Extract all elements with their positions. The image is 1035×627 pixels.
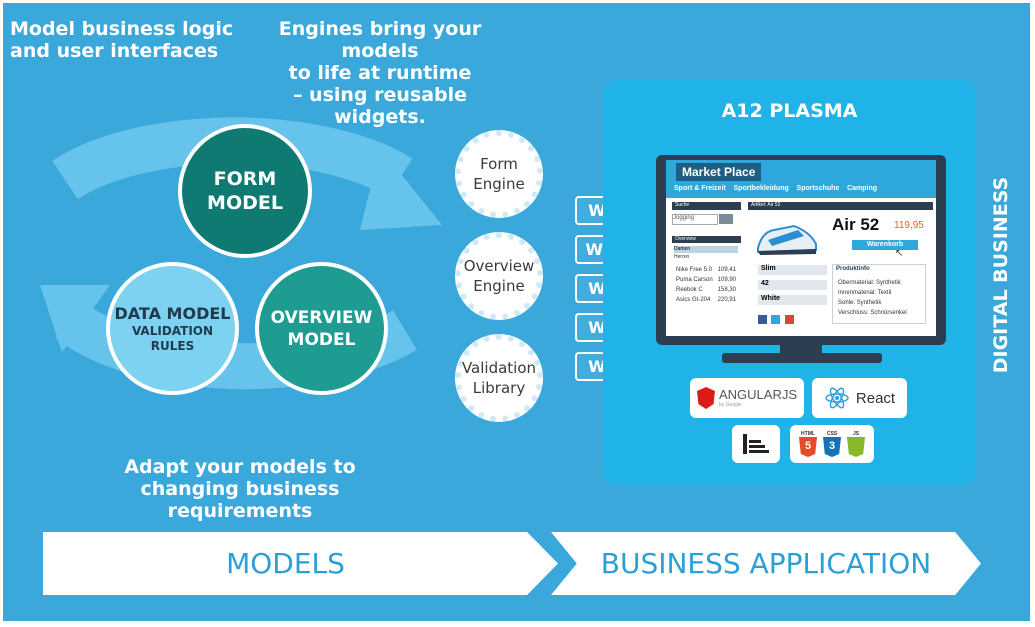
cycle-arrow-bottom-head [40, 285, 110, 352]
screen-info-title: Produktinfo [836, 266, 870, 272]
overview-model-circle: OVERVIEW MODEL [255, 262, 388, 395]
react-logo: React [812, 378, 907, 418]
screen-info-line: Verschluss: Schnürsenkel [838, 310, 907, 316]
screen-overview-item: Damen [674, 246, 738, 253]
google-plus-icon [784, 315, 794, 324]
screen-search-label: Suche [672, 202, 741, 210]
screen-info-line: Obermaterial: Synthetik [838, 280, 901, 286]
screen-price: 119,95 [894, 220, 924, 231]
shoe-icon [757, 224, 817, 255]
screen-select: White [758, 295, 827, 305]
screen-article-label: Artikel: Air 52 [748, 202, 933, 210]
angular-shield-icon [696, 387, 715, 409]
screen-search-input: Jogging [672, 214, 718, 225]
heading-engines: Engines bring your models to life at run… [278, 18, 482, 128]
screen-cart-button: Warenkorb [852, 240, 918, 250]
stack-icon [743, 434, 769, 454]
monitor-screen: Market Place Sport & Freizeit Sportbekle… [666, 160, 936, 336]
models-label: MODELS [226, 547, 345, 580]
screen-select: 42 [758, 280, 827, 290]
heading-adapt: Adapt your models to changing business r… [124, 456, 356, 522]
html-css-js-logo: HTML 5 CSS 3 JS [790, 425, 874, 463]
plasma-title: A12 PLASMA [721, 100, 858, 122]
monitor-stand-base [722, 353, 882, 363]
html5-icon: HTML 5 [799, 431, 817, 457]
digital-business-label: DIGITAL BUSINESS [990, 176, 1012, 374]
cycle-arrow-top-head [360, 148, 442, 230]
social-icons [758, 311, 794, 329]
screen-product-name: Air 52 [832, 215, 880, 234]
screen-overview-label: Overview [672, 236, 741, 243]
screen-overview-item: Herren [674, 254, 690, 260]
twitter-icon [771, 315, 781, 324]
models-chevron: MODELS [43, 532, 558, 595]
screen-search-button [719, 214, 733, 224]
screen-nav: Sport & Freizeit Sportbekleidung Sportsc… [674, 185, 878, 192]
screen-title: Market Place [676, 163, 762, 181]
screen-select: Slim [758, 265, 827, 275]
screen-info-box [832, 264, 926, 324]
react-atom-icon [825, 387, 849, 409]
business-application-chevron: BUSINESS APPLICATION [551, 532, 981, 595]
business-application-label: BUSINESS APPLICATION [600, 547, 932, 580]
data-model-title: DATA MODEL [114, 303, 231, 323]
screen-info-line: Sohle: Synthetik [838, 300, 882, 306]
screen-info-line: Innenmaterial: Textil [838, 290, 892, 296]
heading-model-logic: Model business logic and user interfaces [10, 18, 234, 62]
css3-icon: CSS 3 [823, 431, 841, 457]
stack-logo [732, 425, 780, 463]
form-model-circle: FORM MODEL [178, 124, 312, 258]
cursor-icon: ↖ [895, 248, 904, 259]
data-model-circle: DATA MODEL VALIDATION RULES [106, 262, 239, 395]
facebook-icon [758, 315, 767, 324]
js-icon: JS [847, 431, 865, 457]
monitor-stand-neck [780, 345, 822, 355]
